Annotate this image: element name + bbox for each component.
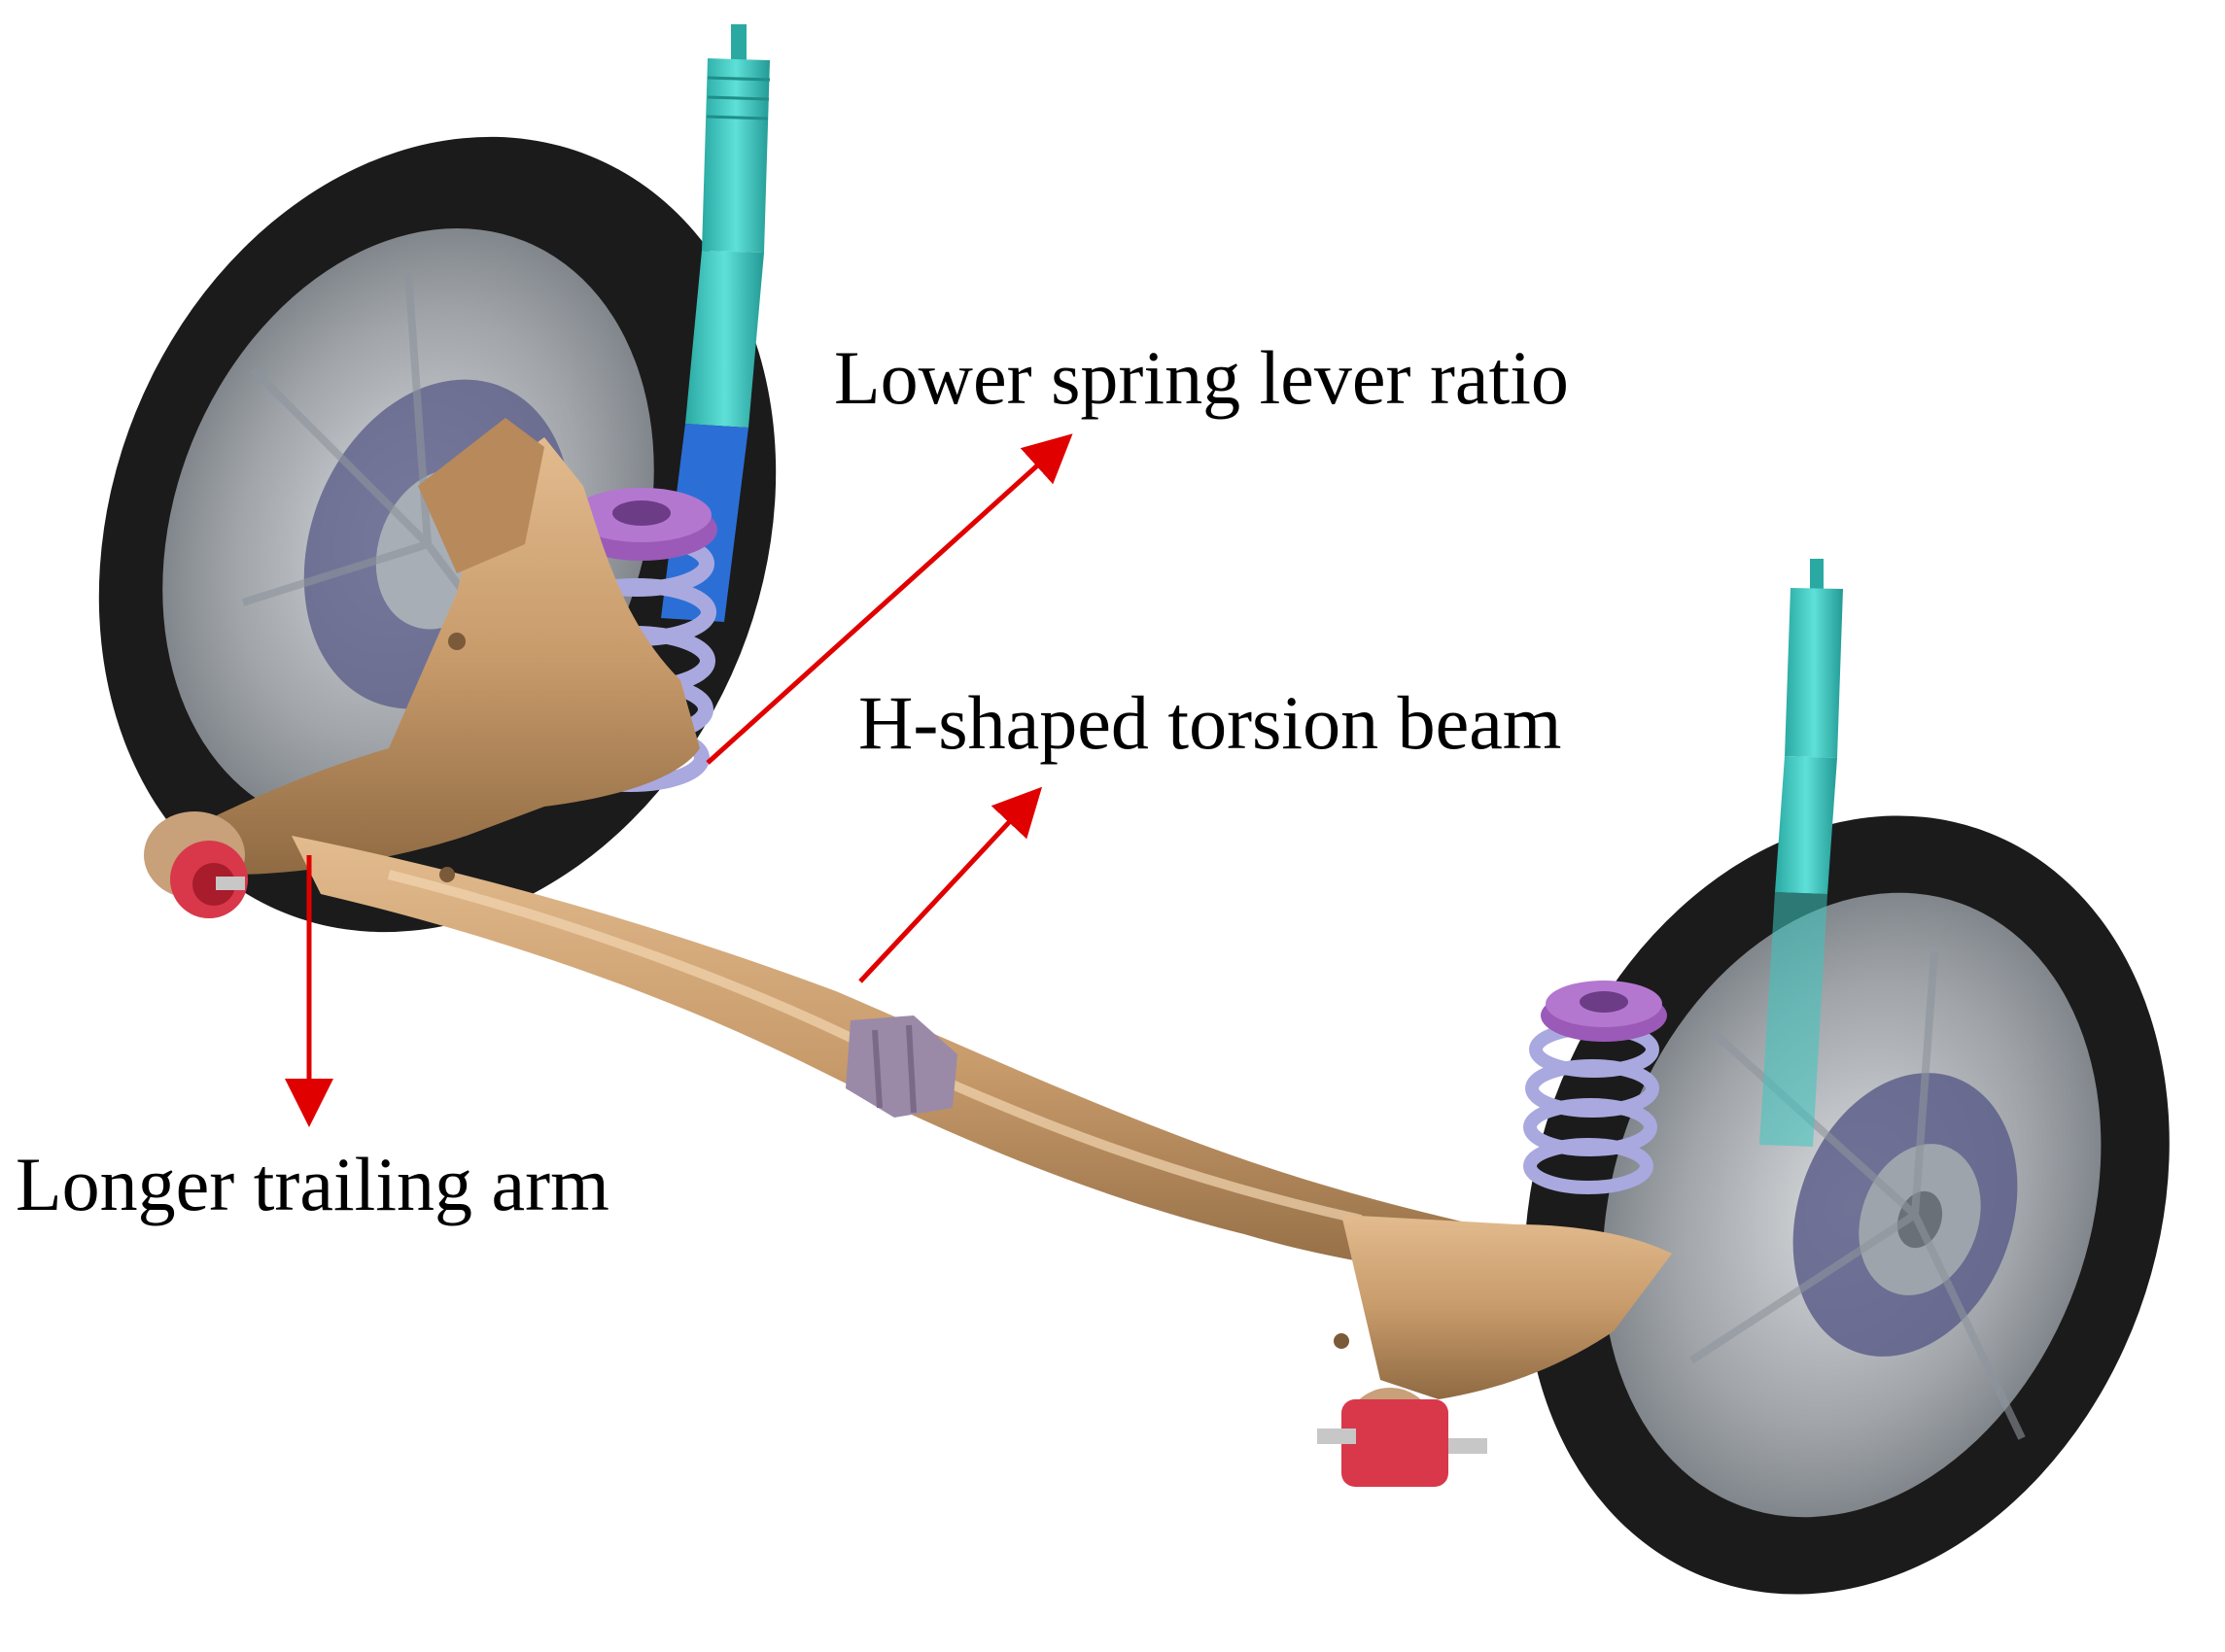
left-shock-absorber xyxy=(661,24,771,622)
right-spring-seat xyxy=(1541,981,1667,1042)
center-bracket xyxy=(846,1015,957,1118)
arrow-torsion-beam xyxy=(858,786,1043,983)
arrow-spring-lever xyxy=(706,433,1073,765)
right-bushing xyxy=(1317,1388,1487,1487)
right-wheel xyxy=(1524,815,2170,1595)
right-trailing-arm xyxy=(1341,1215,1672,1399)
right-shock-absorber xyxy=(1759,559,1843,1147)
left-bushing xyxy=(144,811,248,918)
label-trailing-arm: Longer trailing arm xyxy=(16,1142,609,1226)
left-spring-seat xyxy=(566,488,717,561)
left-trailing-arm xyxy=(175,437,700,875)
h-shaped-torsion-beam xyxy=(175,418,1672,1399)
label-torsion-beam: H-shaped torsion beam xyxy=(858,680,1562,765)
annotation-arrows xyxy=(285,433,1073,1127)
label-spring-lever-ratio: Lower spring lever ratio xyxy=(834,335,1569,420)
